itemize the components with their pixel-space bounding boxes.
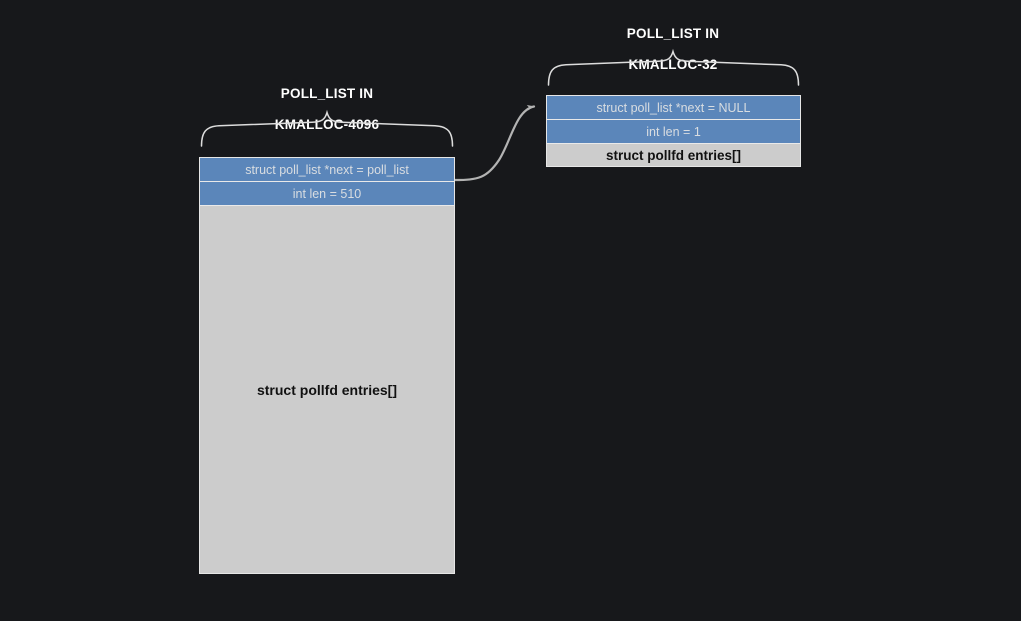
group-label-left-line2: KMALLOC-4096 [274,116,380,132]
connector-arrow-next-pointer [453,105,536,182]
memory-block-kmalloc-4096: struct poll_list *next = poll_list int l… [199,157,455,574]
field-len: int len = 510 [200,182,454,206]
group-label-right-line1: POLL_LIST IN [626,25,720,41]
field-next-pointer: struct poll_list *next = NULL [547,96,800,120]
field-len: int len = 1 [547,120,800,144]
group-label-right: POLL_LIST IN KMALLOC-32 [573,10,773,88]
field-entries-array: struct pollfd entries[] [200,206,454,573]
field-next-pointer: struct poll_list *next = poll_list [200,158,454,182]
group-label-right-line2: KMALLOC-32 [628,56,718,72]
field-entries-array: struct pollfd entries[] [547,144,800,166]
group-label-left-line1: POLL_LIST IN [280,85,374,101]
memory-block-kmalloc-32: struct poll_list *next = NULL int len = … [546,95,801,167]
group-label-left: POLL_LIST IN KMALLOC-4096 [227,70,427,148]
